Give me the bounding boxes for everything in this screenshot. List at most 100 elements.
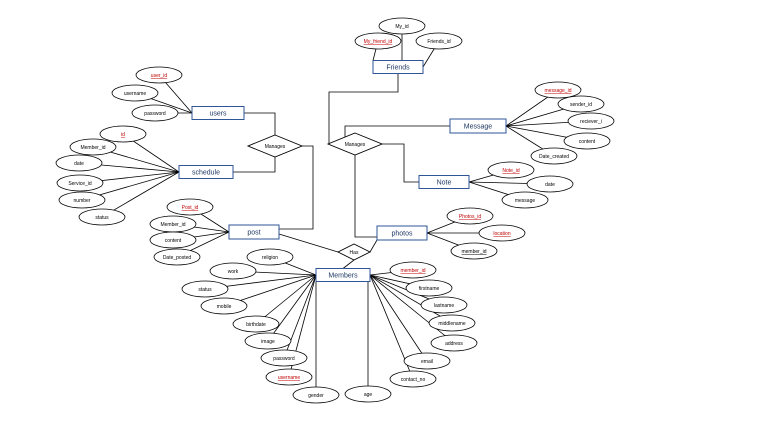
attribute-label: date xyxy=(545,182,555,188)
attribute-ellipse xyxy=(501,191,549,209)
entity-label: schedule xyxy=(192,170,220,177)
attribute-members_right-6: contact_no xyxy=(389,370,437,388)
attribute-ellipse xyxy=(209,262,257,280)
attribute-schedule-3: Service_id xyxy=(56,174,104,192)
entity-label: Note xyxy=(437,180,452,187)
attribute-users-1: username xyxy=(111,84,159,102)
attribute-ellipse xyxy=(99,125,147,143)
entity-photos: photos xyxy=(376,225,428,241)
attribute-ellipse xyxy=(530,147,578,165)
attribute-members_left-0: religion xyxy=(246,248,294,266)
attribute-label: age xyxy=(364,392,373,398)
relationship-label: Has xyxy=(350,250,359,256)
attribute-users-0: user_id xyxy=(135,66,183,84)
attribute-ellipse xyxy=(526,175,574,193)
attribute-ellipse xyxy=(265,368,313,386)
relationship-diamond xyxy=(326,132,384,156)
attribute-members_left-2: status xyxy=(181,280,229,298)
attribute-label: My_id xyxy=(395,24,409,30)
attribute-friends-2: Friends_id xyxy=(415,32,463,50)
attribute-schedule-5: status xyxy=(78,208,126,226)
attribute-ellipse xyxy=(166,198,214,216)
attribute-ellipse xyxy=(135,66,183,84)
attribute-ellipse xyxy=(405,279,453,297)
attribute-ellipse xyxy=(403,352,451,370)
attribute-photos-2: member_id xyxy=(450,242,498,260)
attribute-line xyxy=(267,274,317,342)
attribute-ellipse xyxy=(478,224,526,242)
entity-schedule: schedule xyxy=(178,165,234,179)
attribute-ellipse xyxy=(181,280,229,298)
attribute-message-1: sender_id xyxy=(557,95,605,113)
manages-post-line xyxy=(279,145,314,230)
attribute-photos-0: Photos_id xyxy=(446,207,494,225)
entity-label: Friends xyxy=(386,65,410,72)
attribute-label: address xyxy=(445,341,463,347)
attribute-label: Post_id xyxy=(182,205,199,211)
attribute-ellipse xyxy=(260,349,308,367)
attribute-schedule-1: Member_id xyxy=(69,138,117,156)
attribute-label: user_id xyxy=(151,73,168,79)
attribute-label: reciever_i xyxy=(580,119,602,125)
attribute-members_left-7: username xyxy=(265,368,313,386)
attribute-schedule-2: date xyxy=(55,154,103,172)
attribute-ellipse xyxy=(69,138,117,156)
attribute-label: contact_no xyxy=(401,377,426,383)
attribute-label: Photos_id xyxy=(459,214,481,220)
has-members-line xyxy=(342,259,355,269)
attribute-line xyxy=(255,274,317,325)
attribute-label: username xyxy=(124,91,146,97)
attribute-note-2: message xyxy=(501,191,549,209)
attribute-line xyxy=(369,274,453,324)
attribute-label: middlename xyxy=(438,321,465,327)
attribute-ellipse xyxy=(389,261,437,279)
attribute-ellipse xyxy=(428,314,476,332)
attribute-members_left-9: age xyxy=(344,385,392,403)
attribute-ellipse xyxy=(567,112,615,130)
attribute-ellipse xyxy=(378,17,426,35)
attribute-post-0: Post_id xyxy=(166,198,214,216)
attribute-ellipse xyxy=(232,315,280,333)
entity-box xyxy=(315,268,371,282)
attribute-label: Note_id xyxy=(502,168,519,174)
attribute-members_left-5: image xyxy=(244,332,292,350)
attribute-members_right-3: middlename xyxy=(428,314,476,332)
relationship-manages_left: Manages xyxy=(246,134,304,158)
entity-label: Members xyxy=(328,273,358,280)
attribute-line xyxy=(101,171,180,218)
attribute-ellipse xyxy=(246,248,294,266)
attribute-label: mobile xyxy=(217,304,232,310)
attribute-message-3: content xyxy=(563,132,611,150)
attribute-label: member_id xyxy=(400,268,425,274)
entity-label: Message xyxy=(464,124,493,131)
attribute-members_right-1: firstname xyxy=(405,279,453,297)
attribute-members_left-6: password xyxy=(260,349,308,367)
attribute-label: gender xyxy=(308,393,324,399)
attribute-label: content xyxy=(579,139,596,145)
entity-box xyxy=(178,165,234,179)
attribute-members_left-8: gender xyxy=(292,386,340,404)
attribute-members_right-2: lastname xyxy=(420,296,468,314)
entity-message: Message xyxy=(449,118,507,134)
attribute-ellipse xyxy=(415,32,463,50)
attribute-post-3: Date_posted xyxy=(153,248,201,266)
entity-box xyxy=(191,106,245,120)
attribute-friends-0: My_id xyxy=(378,17,426,35)
attribute-label: sender_id xyxy=(570,102,592,108)
attribute-ellipse xyxy=(563,132,611,150)
attribute-ellipse xyxy=(389,370,437,388)
attribute-line xyxy=(369,274,428,362)
entity-label: users xyxy=(209,111,227,118)
attribute-members_left-3: mobile xyxy=(200,297,248,315)
manages-photos-line xyxy=(354,155,377,238)
entity-box xyxy=(372,60,424,74)
relationship-label: Manages xyxy=(265,144,286,150)
attribute-label: religion xyxy=(262,255,278,261)
attribute-label: content xyxy=(165,238,182,244)
attribute-label: username xyxy=(278,375,300,381)
attribute-message-2: reciever_i xyxy=(567,112,615,130)
attribute-ellipse xyxy=(55,154,103,172)
attribute-label: id xyxy=(121,132,125,138)
